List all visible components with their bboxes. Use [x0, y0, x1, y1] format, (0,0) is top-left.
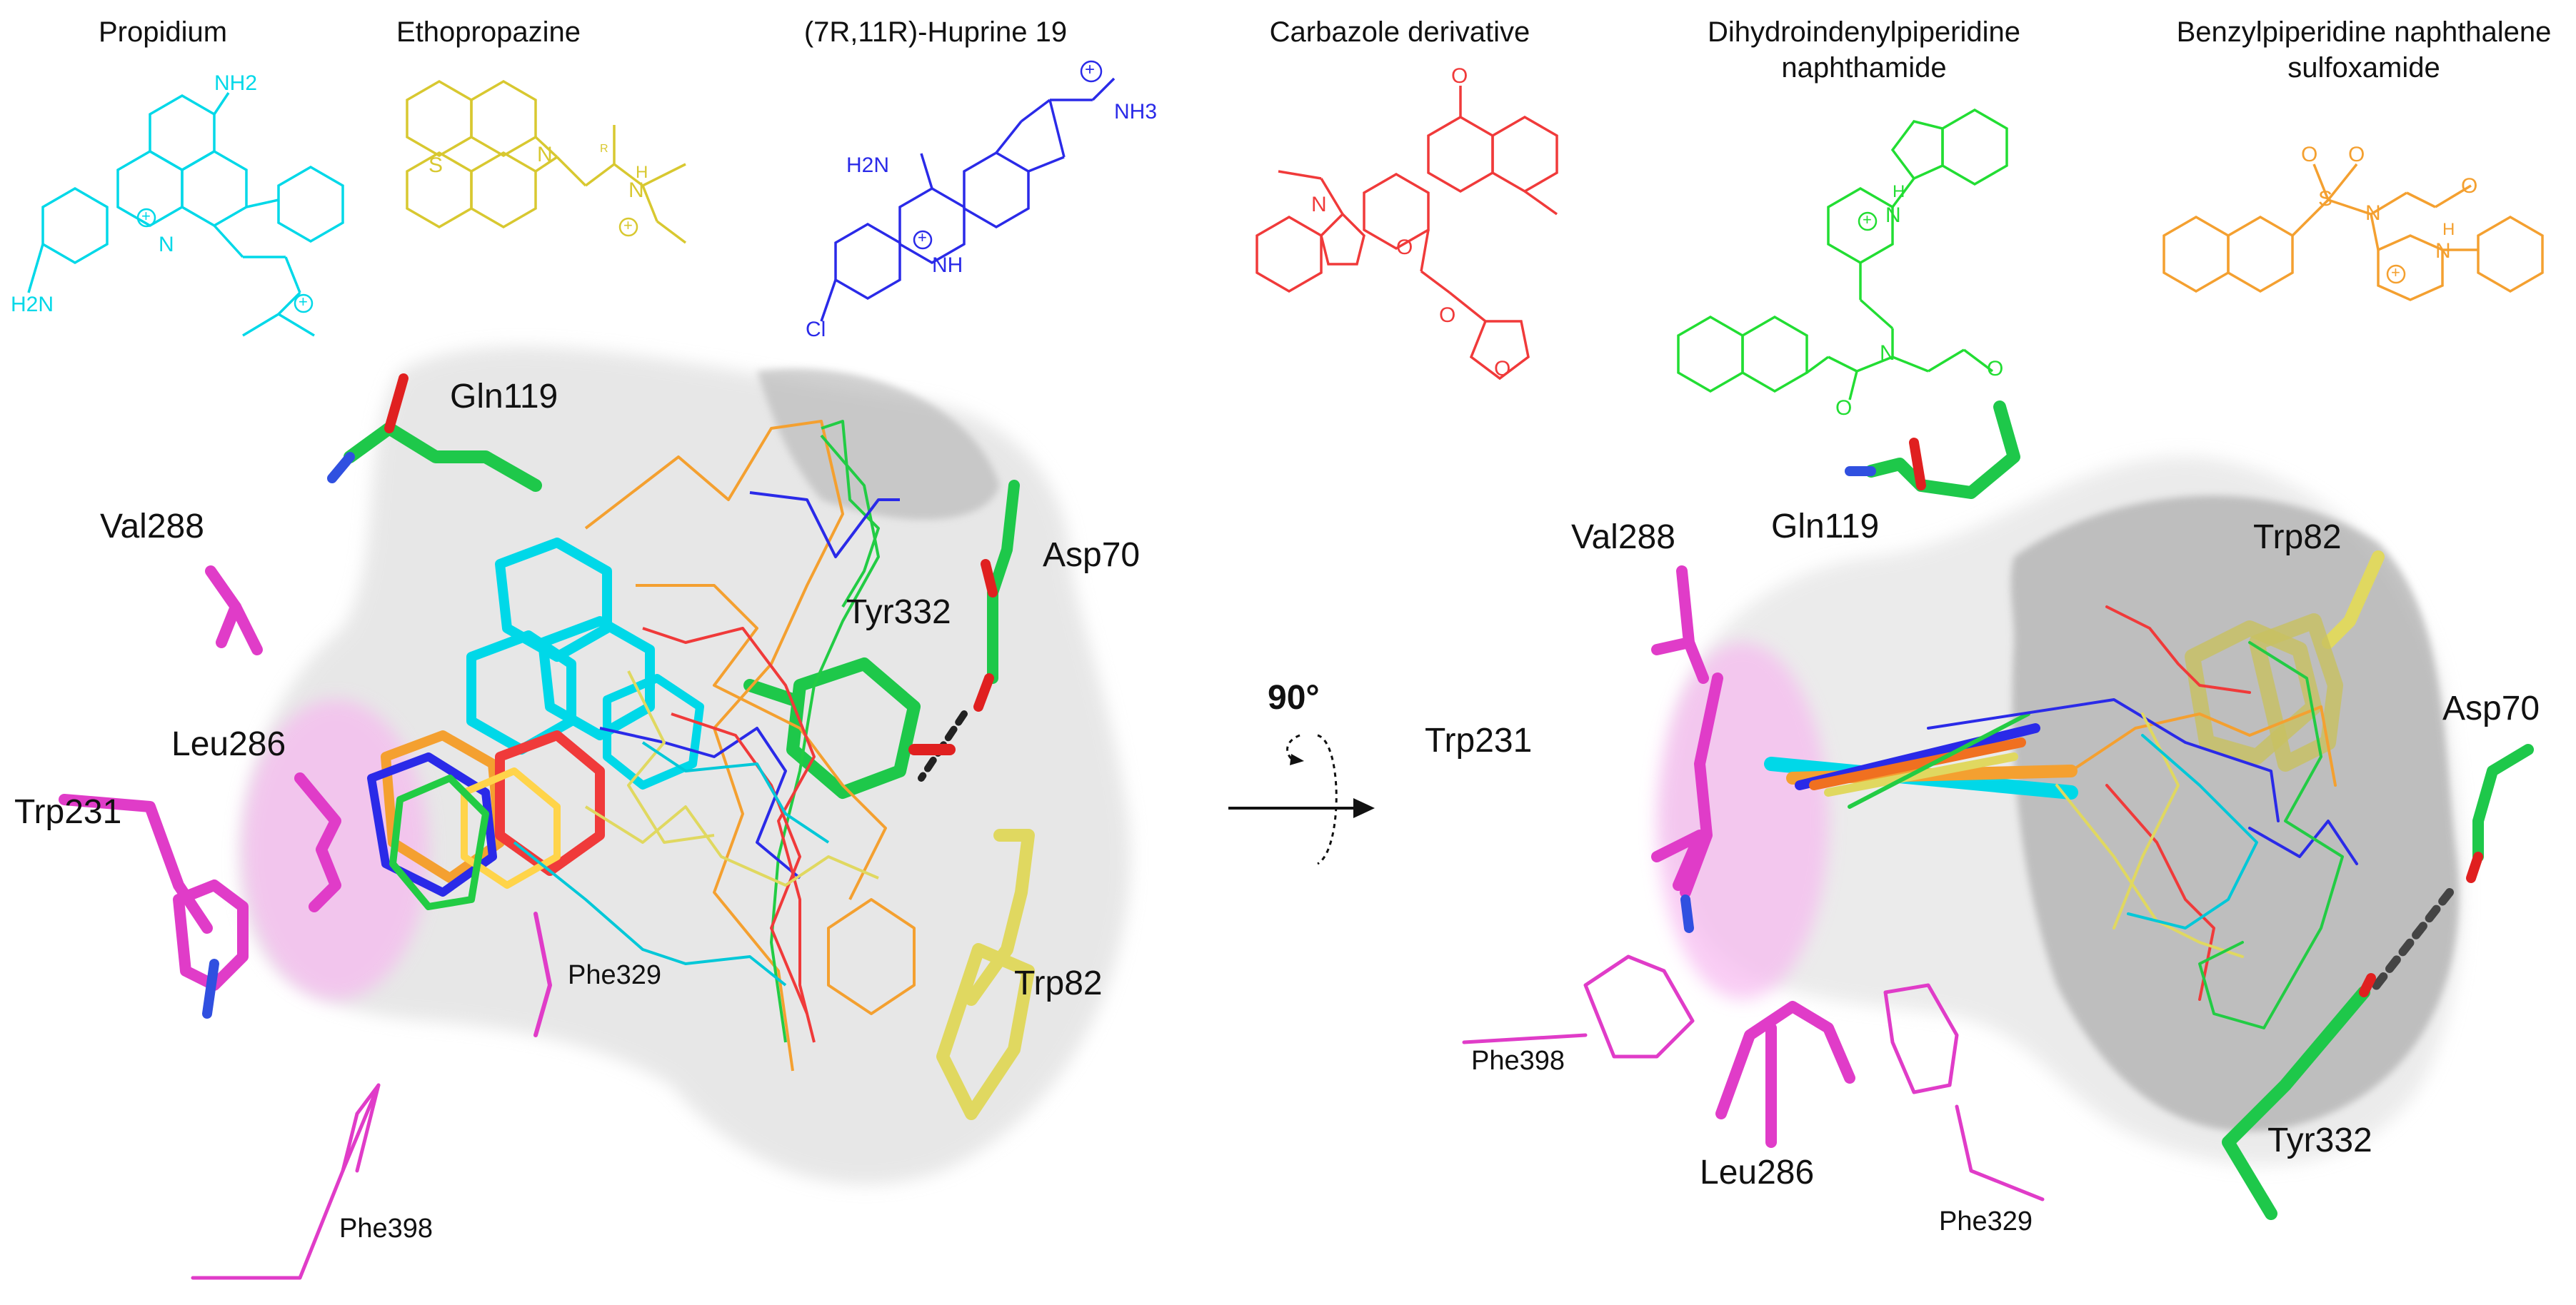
- ligand-title-naphthamide: Dihydroindenylpiperidine naphthamide: [1707, 16, 2021, 84]
- atom-label: O: [1439, 303, 1456, 327]
- ligand-title-carbazole: Carbazole derivative: [1269, 16, 1530, 48]
- structure-propidium: [27, 92, 344, 337]
- atom-label: H2N: [846, 153, 890, 177]
- residue-label-gln119: Gln119: [1771, 508, 1880, 545]
- residue-label-trp231: Trp231: [14, 793, 122, 831]
- residue-label-trp82: Trp82: [2253, 518, 2342, 556]
- atom-label: O: [1396, 236, 1413, 259]
- charge-label: +: [623, 216, 633, 234]
- residue-label-trp82: Trp82: [1014, 964, 1103, 1002]
- atom-label: R: [600, 143, 608, 155]
- residue-label-gln119: Gln119: [450, 378, 558, 415]
- ligand-title-huprine: (7R,11R)-Huprine 19: [803, 16, 1068, 48]
- atom-label: N: [2365, 201, 2381, 225]
- residue-label-leu286: Leu286: [171, 725, 286, 763]
- atom-label: N: [1885, 203, 1901, 227]
- residue-label-phe398: Phe398: [339, 1214, 433, 1244]
- atom-label: N: [1880, 341, 1895, 365]
- rotation-arrow: [1228, 734, 1375, 865]
- atom-label: N: [1311, 193, 1327, 216]
- ligand-title-propidium: Propidium: [98, 16, 228, 48]
- atom-label: Cl: [806, 318, 826, 341]
- residue-label-asp70: Asp70: [2442, 690, 2540, 727]
- atom-label: O: [1451, 64, 1468, 88]
- residue-label-phe329: Phe329: [568, 960, 662, 990]
- charge-label: +: [141, 207, 151, 225]
- right-pocket-surface: [1657, 456, 2462, 1165]
- atom-label: NH3: [1114, 100, 1158, 124]
- atom-label: S: [429, 153, 443, 177]
- structure-naphthamide: [1677, 108, 2008, 400]
- residue-label-tyr332: Tyr332: [2267, 1122, 2372, 1159]
- atom-label: NH2: [214, 71, 258, 95]
- charge-label: +: [1863, 211, 1872, 228]
- structure-sulfoxamide: [2162, 163, 2544, 301]
- atom-label: O: [2348, 143, 2365, 166]
- residue-label-trp231: Trp231: [1425, 722, 1533, 760]
- ligand-title-sulfoxamide: Benzylpiperidine naphthalene sulfoxamide: [2176, 16, 2552, 84]
- atom-label: H: [2442, 220, 2455, 239]
- ligand-title-ethopropazine: Ethopropazine: [396, 16, 581, 48]
- left-residue-sticks: [59, 373, 1035, 1280]
- left-ligand-overlay: [367, 420, 916, 1072]
- structure-ethopropazine: [406, 79, 687, 244]
- atom-label: N: [159, 233, 174, 256]
- rotation-label: 90°: [1268, 679, 1320, 717]
- residue-label-val288: Val288: [100, 508, 204, 545]
- atom-label: S: [2318, 187, 2333, 211]
- atom-label: O: [1494, 357, 1511, 381]
- atom-label: N: [2435, 239, 2451, 263]
- residue-label-phe329: Phe329: [1939, 1206, 2033, 1236]
- atom-label: H2N: [11, 293, 54, 316]
- right-ligand-overlay: [1764, 605, 2358, 1029]
- charge-label: +: [2391, 263, 2400, 281]
- residue-label-leu286: Leu286: [1700, 1154, 1815, 1191]
- atom-label: N: [537, 143, 553, 166]
- residue-label-phe398: Phe398: [1471, 1046, 1565, 1076]
- atom-label: N: [628, 178, 644, 202]
- atom-label: O: [1987, 357, 2004, 381]
- charge-label: +: [1085, 60, 1096, 79]
- charge-label: +: [918, 228, 927, 246]
- atom-label: O: [1835, 396, 1853, 420]
- residue-label-val288: Val288: [1571, 518, 1675, 556]
- residue-label-asp70: Asp70: [1043, 536, 1141, 574]
- charge-label: +: [299, 293, 308, 311]
- atom-label: H: [1893, 182, 1905, 201]
- right-residue-sticks: [1462, 400, 2534, 1220]
- atom-label: NH: [932, 253, 963, 277]
- structure-carbazole: [1256, 86, 1558, 381]
- atom-label: H: [636, 163, 648, 182]
- structure-huprine19: [820, 60, 1116, 322]
- atom-label: O: [2301, 143, 2318, 166]
- atom-label: O: [2461, 174, 2478, 198]
- residue-label-tyr332: Tyr332: [846, 593, 951, 631]
